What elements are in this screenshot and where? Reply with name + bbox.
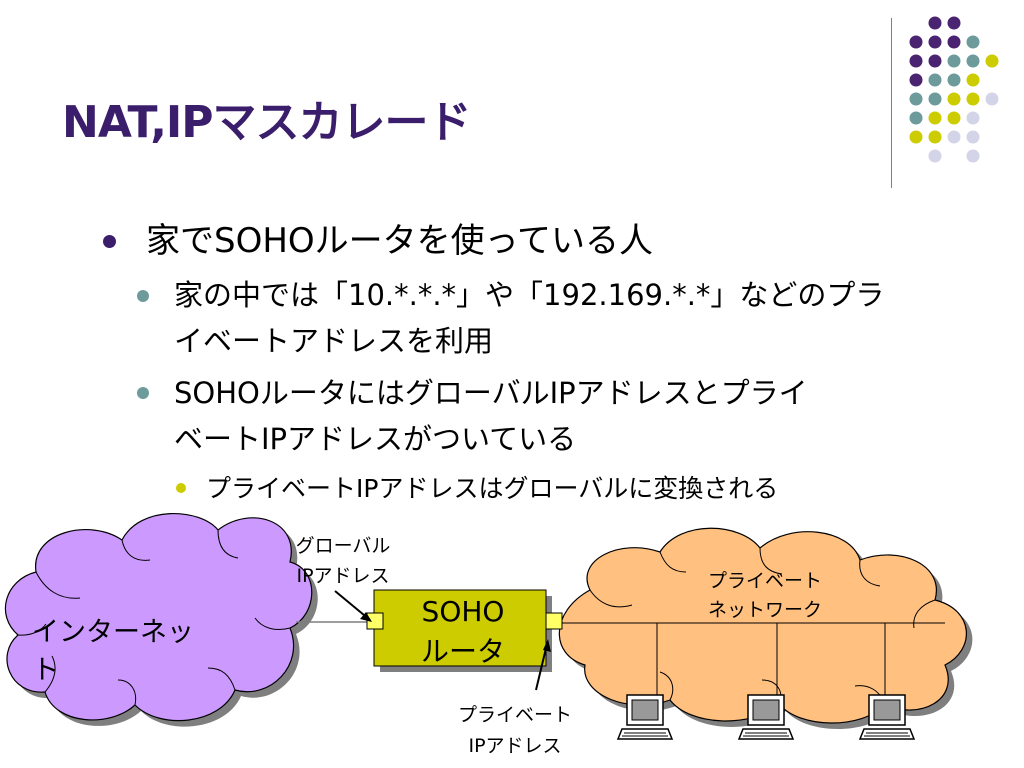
label-line: グローバル [295,535,391,557]
bullet-level3: プライベートIPアドレスはグローバルに変換される [206,474,779,503]
decorative-dot [928,73,942,87]
decorative-dot [966,35,980,49]
private-arrow [535,643,548,691]
global-port [366,612,384,630]
label-line: ルータ [420,635,505,668]
decorative-dot [966,130,980,144]
private-port [545,612,563,630]
label-line: プライベート [457,704,572,726]
decorative-dot [947,130,961,144]
decorative-dot [966,54,980,68]
decorative-dot [947,92,961,106]
decorative-dot [966,149,980,163]
decorative-dot [947,54,961,68]
private-cloud [558,527,973,730]
decorative-dot [966,92,980,106]
decorative-dot [909,130,923,144]
label-line: IPアドレス [296,565,390,587]
decorative-dot [966,73,980,87]
label-line: SOHO [421,595,505,628]
decorative-dot [947,16,961,30]
arrowhead [360,612,372,622]
label-line: ト [32,655,59,686]
bullet-level1: 家でSOHOルータを使っている人 [146,221,653,261]
bullet-marker [137,387,149,399]
bullet-level2-private: 家の中では「10.*.*.*」や「192.169.*.*」などのプラ イベートア… [174,272,884,364]
decorative-dot [928,54,942,68]
arrowhead [543,639,551,652]
decorative-dot [985,92,999,106]
label-line: インターネッ [32,617,194,648]
decorative-dot [985,54,999,68]
decorative-dot [928,111,942,125]
bullet-line: SOHOルータにはグローバルIPアドレスとプライ [174,376,808,410]
decorative-dot [909,92,923,106]
decorative-dot [966,111,980,125]
bullet-line: イベートアドレスを利用 [174,324,494,358]
router-label: SOHO ルータ [380,592,546,672]
bullet-marker [176,483,186,493]
bullet-marker [137,290,149,302]
decorative-dot [928,16,942,30]
label-line: プライベート [707,570,822,592]
bullet-line: 家の中では「10.*.*.*」や「192.169.*.*」などのプラ [174,278,885,312]
bullet-marker [103,235,116,248]
slide-title: NAT,IPマスカレード [62,97,472,148]
divider-line [891,18,892,188]
label-line: ネットワーク [707,599,822,621]
decorative-dot [947,73,961,87]
soho-router-box [373,589,547,667]
decorative-dot-grid [909,16,999,163]
private-network-label: プライベート ネットワーク [680,567,850,625]
global-ip-label: グローバル IPアドレス [268,531,418,591]
internet-cloud [4,513,318,727]
private-ip-label: プライベート IPアドレス [430,700,600,762]
decorative-dot [928,130,942,144]
decorative-dot [928,35,942,49]
decorative-dot [909,35,923,49]
decorative-dot [909,73,923,87]
decorative-dot [909,111,923,125]
label-line: IPアドレス [468,735,562,757]
decorative-dot [909,54,923,68]
bullet-line: ベートIPアドレスがついている [174,422,577,456]
internet-label: インターネッ ト [32,614,194,690]
decorative-dot [928,149,942,163]
decorative-dot [947,35,961,49]
decorative-dot [928,92,942,106]
decorative-dot [947,111,961,125]
bullet-level2-router: SOHOルータにはグローバルIPアドレスとプライ ベートIPアドレスがついている [174,370,808,462]
